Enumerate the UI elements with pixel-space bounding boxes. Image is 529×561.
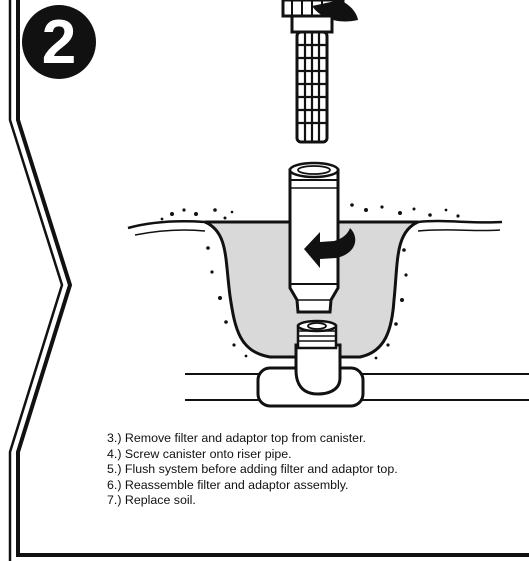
instruction-step-3: 3.) Remove filter and adaptor top from c…: [107, 431, 366, 445]
riser-pipe: [294, 343, 342, 396]
instruction-step-7: 7.) Replace soil.: [107, 493, 196, 508]
step-badge: 2: [22, 5, 96, 79]
soil-speckles: [160, 203, 460, 360]
rotate-arrow-icon: [304, 228, 356, 268]
panel-frame-inner: [8, 0, 64, 561]
instruction-step-4: 4.) Screw canister onto riser pipe.: [107, 446, 292, 461]
filter-canister: [288, 161, 340, 314]
riser-threads: [296, 319, 338, 350]
ground-surface-right: [417, 219, 503, 224]
ground-surface-left: [127, 220, 206, 230]
instruction-step-5: 5.) Flush system before adding filter an…: [107, 462, 398, 477]
mesh-filter: [297, 32, 327, 142]
instruction-list: 3.) Remove filter and adaptor top from c…: [107, 431, 398, 509]
panel-frame-outer: [16, 0, 529, 557]
instruction-step-6: 6.) Reassemble filter and adaptor assemb…: [107, 477, 349, 492]
step-number: 2: [42, 8, 76, 77]
